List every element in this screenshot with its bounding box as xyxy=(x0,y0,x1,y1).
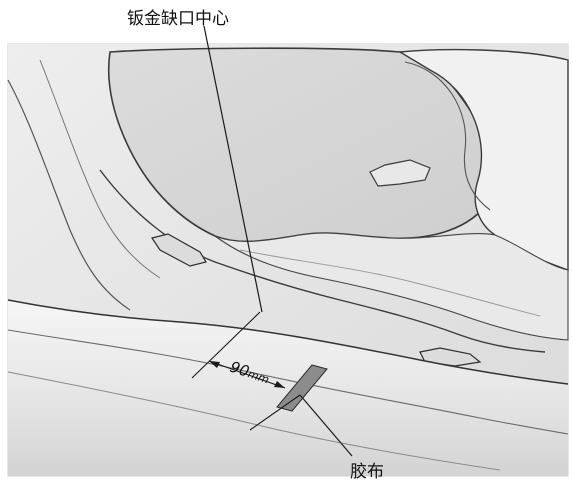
sill-edge-lower xyxy=(7,329,569,435)
dimension-arrow-right xyxy=(274,381,285,388)
notch-center-label: 钣金缺口中心 xyxy=(127,9,229,29)
dimension-arrow-left xyxy=(209,361,220,368)
dimension-extension-right xyxy=(249,394,301,431)
pillar-inner-edge xyxy=(404,61,491,211)
dimension-line xyxy=(208,360,286,389)
tape-leader-line xyxy=(299,394,353,457)
floor-ridge xyxy=(239,249,541,317)
a-pillar-edge xyxy=(7,79,131,311)
tape-patch xyxy=(276,364,328,412)
notch-leader-line xyxy=(203,25,263,313)
pillar-flange xyxy=(369,159,431,187)
door-sill xyxy=(8,300,568,476)
floor-surface xyxy=(214,232,569,341)
tape-label: 胶布 xyxy=(350,462,384,482)
dimension-value: 90mm xyxy=(228,358,272,388)
dimension-extension-left xyxy=(191,311,261,379)
a-pillar-edge-inner xyxy=(39,59,161,279)
clip-bracket-left xyxy=(151,233,207,267)
sill-edge-bottom xyxy=(7,371,501,471)
sill-edge-upper xyxy=(7,299,569,385)
